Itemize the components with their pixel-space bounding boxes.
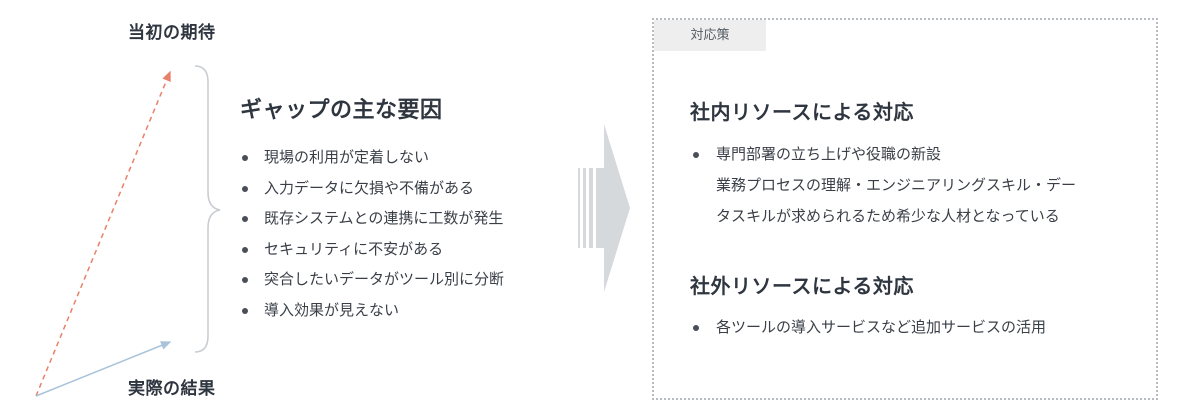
list-item: 各ツールの導入サービスなど追加サービスの活用 — [690, 312, 1150, 343]
list-item: 現場の利用が定着しない — [240, 142, 580, 173]
list-item: 導入効果が見えない — [240, 295, 580, 326]
measures-panel: 対応策 社内リソースによる対応 専門部署の立ち上げや役職の新設 業務プロセスの理… — [652, 18, 1158, 400]
factors-title: ギャップの主な要因 — [240, 98, 443, 123]
list-item-line: 業務プロセスの理解・エンジニアリングスキル・デー — [716, 176, 1077, 194]
list-item: セキュリティに不安がある — [240, 234, 580, 265]
result-label: 実際の結果 — [128, 379, 216, 399]
expectation-arrow — [35, 70, 171, 397]
list-item-line: タスキルが求められるため希少な人材となっている — [716, 207, 1060, 225]
list-item: 入力データに欠損や不備がある — [240, 173, 580, 204]
flow-arrow-icon — [578, 124, 630, 292]
gap-arrows — [35, 65, 221, 397]
external-section-title: 社外リソースによる対応 — [690, 274, 914, 298]
measures-tag: 対応策 — [654, 20, 766, 51]
list-item: 専門部署の立ち上げや役職の新設 業務プロセスの理解・エンジニアリングスキル・デー… — [690, 139, 1150, 232]
internal-list: 専門部署の立ち上げや役職の新設 業務プロセスの理解・エンジニアリングスキル・デー… — [690, 139, 1150, 232]
internal-section-title: 社内リソースによる対応 — [690, 100, 914, 124]
list-item: 突合したいデータがツール別に分断 — [240, 264, 580, 295]
gap-brace — [194, 65, 221, 353]
result-arrow — [35, 341, 172, 397]
gap-factors: ギャップの主な要因 現場の利用が定着しない 入力データに欠損や不備がある 既存シ… — [240, 92, 580, 325]
expectation-label: 当初の期待 — [128, 23, 216, 43]
list-item-line: 専門部署の立ち上げや役職の新設 — [716, 145, 942, 163]
external-list: 各ツールの導入サービスなど追加サービスの活用 — [690, 312, 1150, 343]
factors-list: 現場の利用が定着しない 入力データに欠損や不備がある 既存システムとの連携に工数… — [240, 142, 580, 325]
list-item: 既存システムとの連携に工数が発生 — [240, 203, 580, 234]
